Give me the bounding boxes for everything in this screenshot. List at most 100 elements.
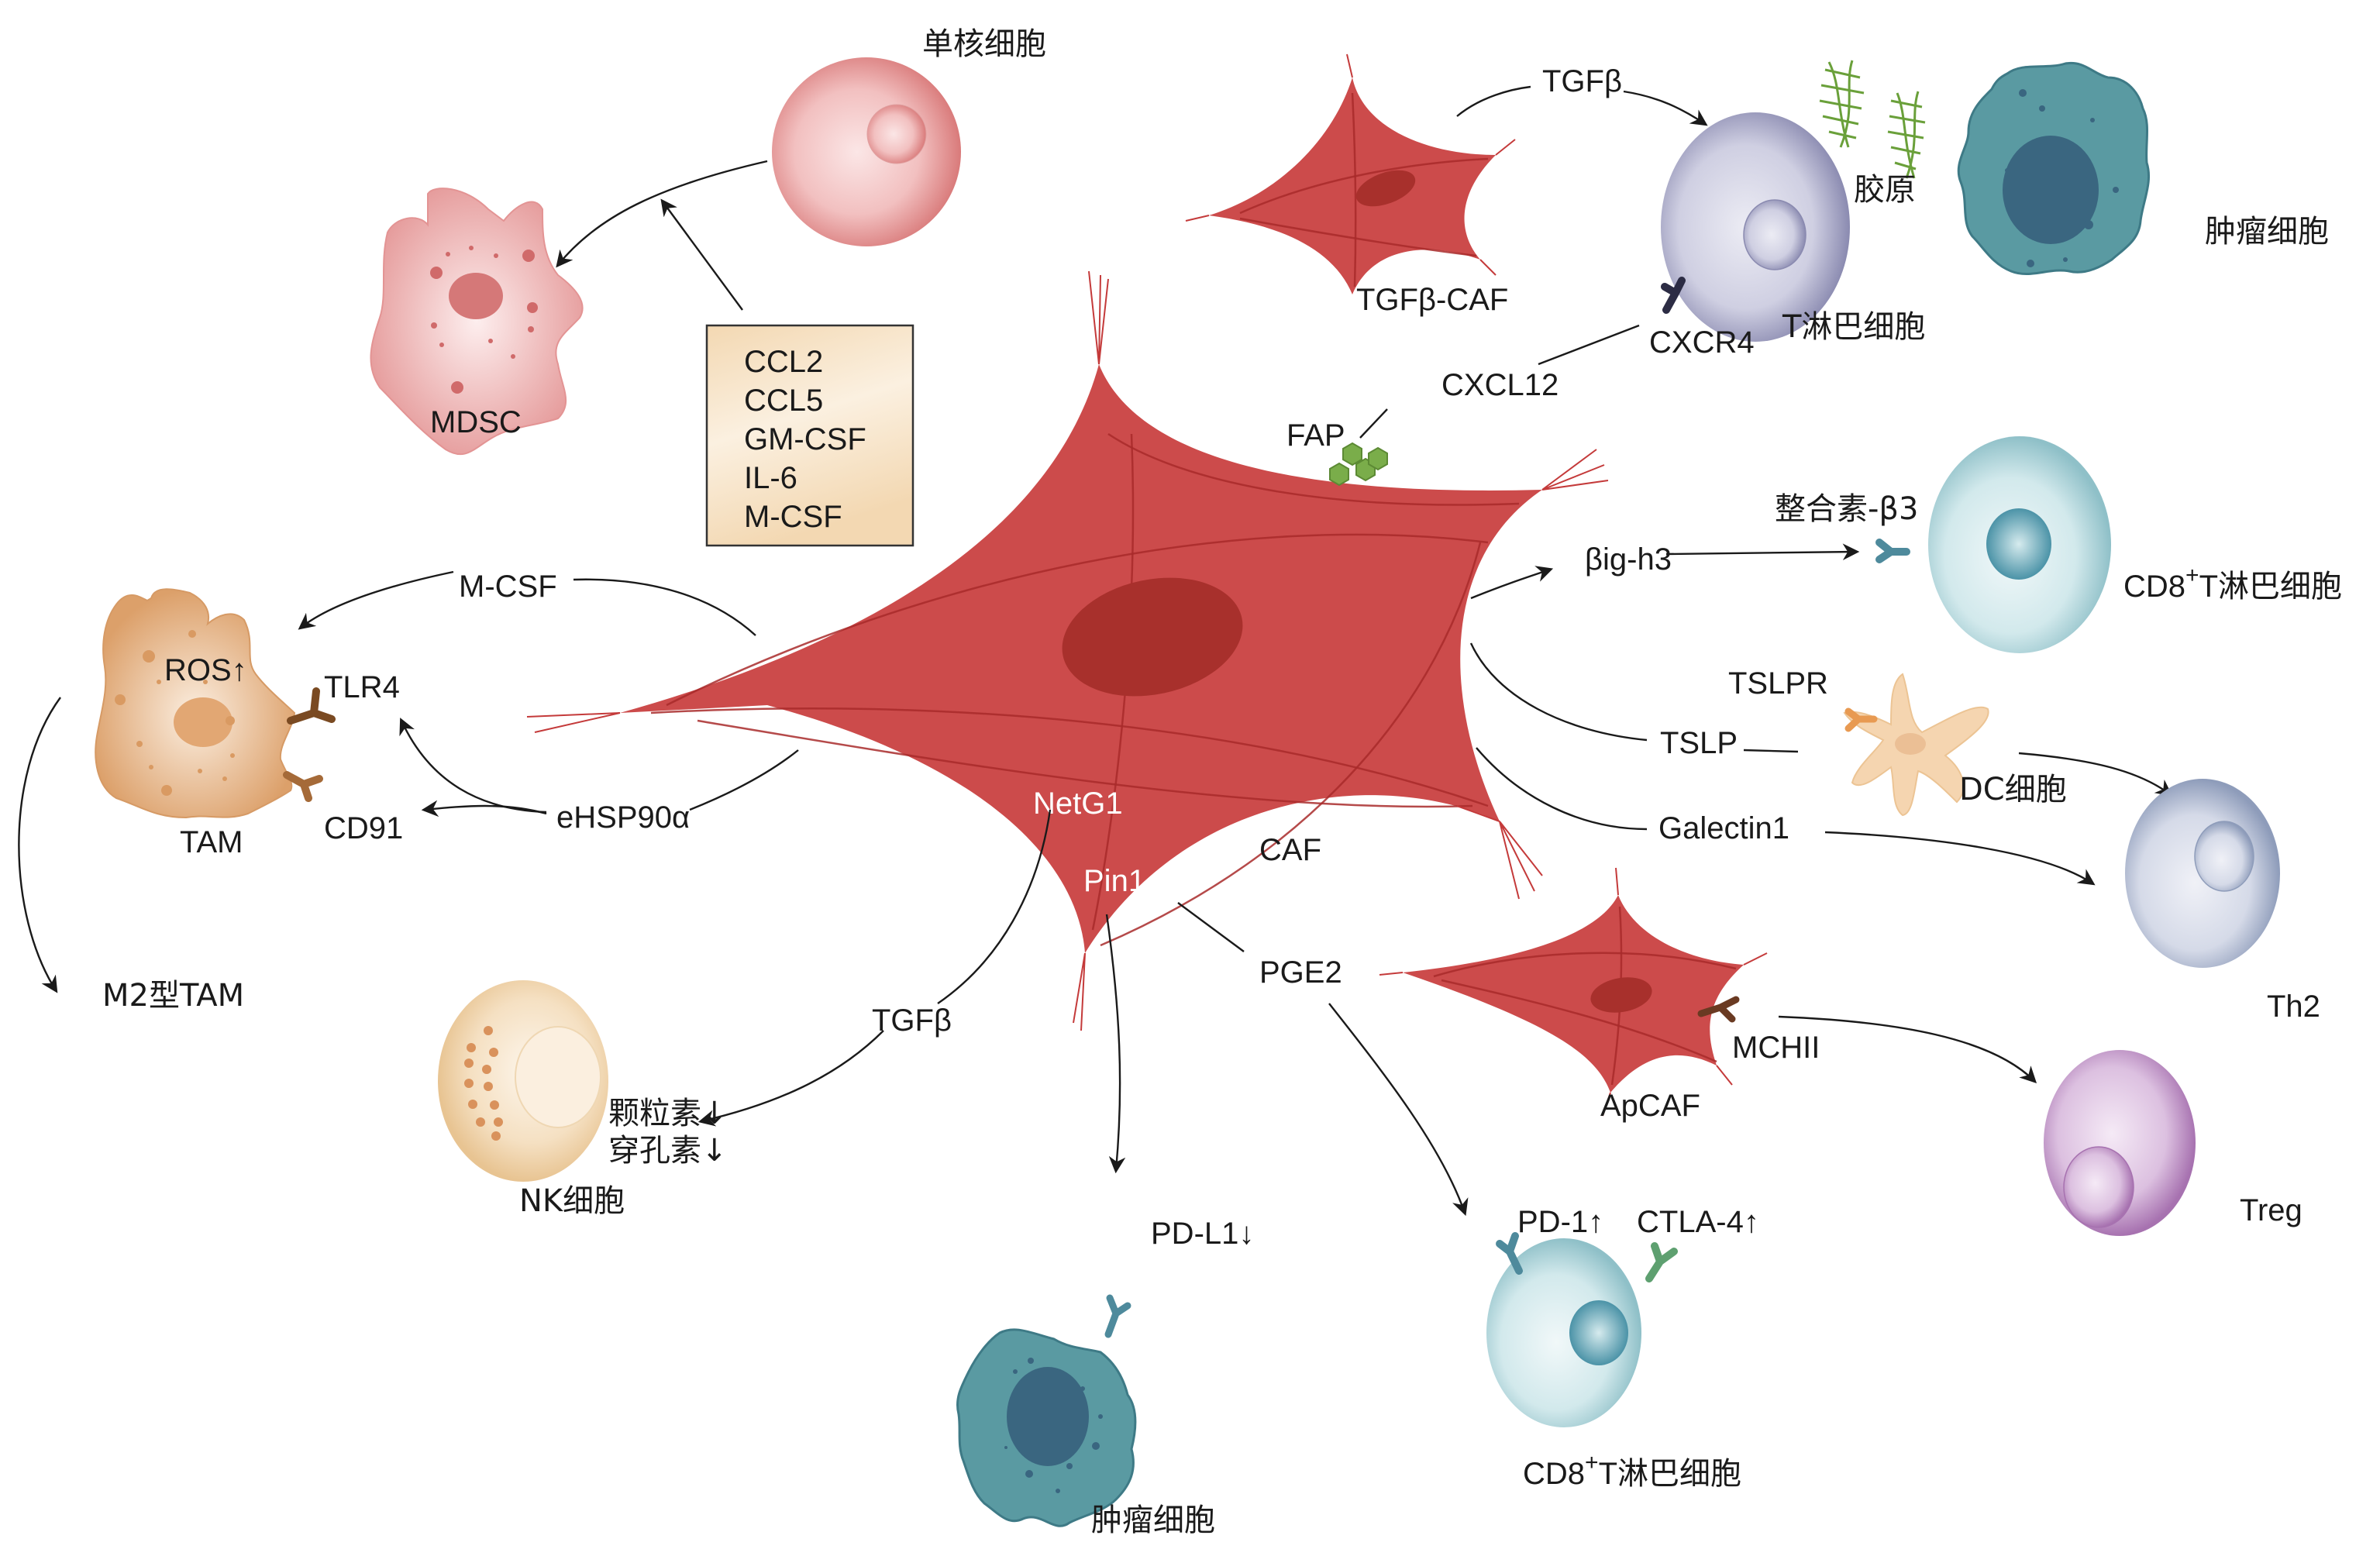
netg1-label: NetG1 <box>1033 787 1123 821</box>
fap-label: FAP <box>1286 418 1345 453</box>
bigh3-label: βig-h3 <box>1585 542 1672 577</box>
cd91-label: CD91 <box>324 811 403 845</box>
tgfb-caf-label: TGFβ-CAF <box>1356 283 1508 317</box>
line-tslp-to-dc <box>1743 749 1799 753</box>
pd1-label: PD-1↑ <box>1517 1205 1603 1239</box>
ehsp90a-label: eHSP90α <box>556 800 690 835</box>
arrow-monocyte-to-mdsc <box>556 160 768 268</box>
arrow-pge2-to-cd8 <box>1328 1003 1469 1217</box>
cd8-t-cell-bottom: PD-1↑ CTLA-4↑ CD8+T淋巴细胞 <box>1486 1205 1759 1491</box>
arrow-apcaf-to-treg <box>1778 1015 2037 1084</box>
caf-cell: FAP NetG1 Pin1 CAF <box>526 270 1609 1031</box>
t-cell-label: T淋巴细胞 <box>1782 309 1925 345</box>
tam-label: TAM <box>180 825 243 859</box>
tumor-cell-bottom: PD-L1↓ 肿瘤细胞 <box>956 1217 1254 1538</box>
apcaf-cell: MCHII ApCAF <box>1379 867 1820 1123</box>
ctla4-receptor-icon <box>1645 1242 1678 1282</box>
dc-label: DC细胞 <box>1959 772 2067 807</box>
tam-cell: ROS↑ TLR4 CD91 TAM <box>95 588 403 859</box>
arrow-box-to-differentiation <box>660 198 743 311</box>
tgfb-top-label: TGFβ <box>1542 64 1622 98</box>
tslpr-label: TSLPR <box>1728 666 1828 701</box>
cytokine-item: CCL5 <box>744 384 823 418</box>
mchii-receptor-icon <box>1697 996 1740 1023</box>
cytokine-box: CCL2 CCL5 GM-CSF IL-6 M-CSF <box>705 324 914 547</box>
tslp-label: TSLP <box>1660 726 1738 760</box>
th2-cell: Th2 <box>2125 779 2320 1024</box>
arrow-pin1-to-tumor <box>1105 914 1126 1174</box>
arrow-tam-to-m2 <box>18 697 61 993</box>
line-caf-to-mcsf <box>573 578 756 636</box>
pin1-label: Pin1 <box>1083 864 1145 898</box>
cytokine-item: IL-6 <box>744 461 797 495</box>
line-fap-cxcl12 <box>1359 408 1388 439</box>
tgfb-bottom-label: TGFβ <box>872 1003 952 1038</box>
arrow-bigh3-to-cd8 <box>1665 543 1860 561</box>
cxcl12-label: CXCL12 <box>1441 368 1559 402</box>
apcaf-label: ApCAF <box>1600 1089 1700 1123</box>
ctla4-label: CTLA-4↑ <box>1637 1205 1759 1239</box>
cd91-receptor-icon <box>283 771 323 802</box>
galectin1-label: Galectin1 <box>1658 811 1789 845</box>
pd-l1-label: PD-L1↓ <box>1151 1217 1254 1251</box>
arrow-caf-to-bigh3 <box>1470 566 1554 600</box>
pd1-receptor-icon <box>1496 1232 1523 1275</box>
cd8-t-cell-top: 整合素-β3 CD8+T淋巴细胞 <box>1775 436 2342 653</box>
arrow-tgfb-to-tcell <box>1623 90 1708 126</box>
cd8-bottom-label: CD8+T淋巴细胞 <box>1523 1450 1741 1491</box>
cytokine-item: CCL2 <box>744 345 823 379</box>
m2-tam-label: M2型TAM <box>102 978 244 1014</box>
arrow-dc-to-th2 <box>2018 752 2173 797</box>
nk-cell: 颗粒素↓ 穿孔素↓ NK细胞 <box>438 980 728 1219</box>
tumor-cell-top: 肿瘤细胞 <box>1957 61 2329 275</box>
line-netg1-to-tgfb <box>937 809 1052 1004</box>
cytokine-item: M-CSF <box>744 500 842 534</box>
caf-nucleus <box>1062 577 1243 697</box>
perforin-label: 穿孔素↓ <box>608 1133 728 1169</box>
tslpr-receptor-icon <box>1844 707 1878 732</box>
line-cxcl12-cxcr4 <box>1538 324 1640 366</box>
mchii-label: MCHII <box>1732 1031 1820 1065</box>
tumor-top-label: 肿瘤细胞 <box>2205 214 2329 250</box>
tumor-bottom-label: 肿瘤细胞 <box>1091 1503 1215 1538</box>
t-cell: CXCR4 T淋巴细胞 <box>1649 112 1925 360</box>
collagen-label: 胶原 <box>1854 172 1916 208</box>
tgfb-caf-cell: TGFβ-CAF <box>1185 53 1516 317</box>
arrow-mcsf-to-tam <box>298 570 454 630</box>
nk-label: NK细胞 <box>519 1183 625 1219</box>
line-caf-to-pge2 <box>1177 902 1245 952</box>
treg-label: Treg <box>2240 1193 2303 1227</box>
dc-cell: TSLPR DC细胞 <box>1728 666 2067 817</box>
th2-label: Th2 <box>2267 990 2320 1024</box>
pd-l1-receptor-icon <box>1104 1294 1131 1338</box>
caf-label: CAF <box>1259 833 1321 867</box>
arrow-ehsp90a-to-tlr4 <box>399 718 547 814</box>
line-tgfb-caf <box>1456 85 1531 117</box>
monocyte-cell: 单核细胞 <box>772 26 1046 246</box>
monocyte-label: 单核细胞 <box>922 26 1046 62</box>
integrin-b3-label: 整合素-β3 <box>1775 491 1918 527</box>
line-caf-to-tslp <box>1469 642 1648 742</box>
granulysin-label: 颗粒素↓ <box>608 1096 728 1131</box>
mcsf-label: M-CSF <box>459 570 557 604</box>
integrin-b3-receptor-icon <box>1875 539 1910 563</box>
tlr4-label: TLR4 <box>324 670 400 704</box>
ros-label: ROS↑ <box>164 653 247 687</box>
tlr4-receptor-icon <box>287 687 336 725</box>
cxcr4-label: CXCR4 <box>1649 325 1755 360</box>
treg-cell: Treg <box>2044 1050 2303 1236</box>
arrow-tgfb-to-nk <box>697 1030 884 1127</box>
line-caf-to-ehsp90a <box>689 749 799 811</box>
fap-molecule <box>1329 442 1388 487</box>
caf-spikes <box>526 270 1609 1031</box>
cytokine-item: GM-CSF <box>744 422 866 456</box>
cxcr4-receptor-icon <box>1661 277 1686 314</box>
pge2-label: PGE2 <box>1259 955 1342 990</box>
arrow-ehsp90a-to-cd91 <box>421 800 547 818</box>
cd8-top-label: CD8+T淋巴细胞 <box>2123 563 2342 604</box>
collagen-icon <box>1819 60 1926 179</box>
line-caf-to-galectin1 <box>1476 747 1648 831</box>
mdsc-cell: MDSC <box>370 188 584 456</box>
